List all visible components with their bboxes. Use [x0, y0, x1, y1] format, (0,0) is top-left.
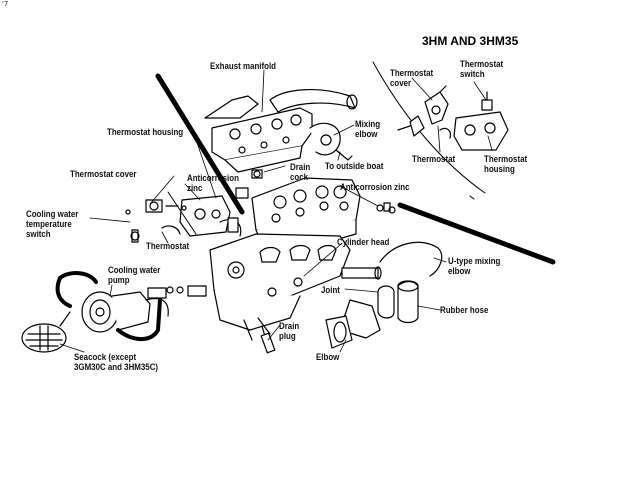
label-exhaust-manifold: Exhaust manifold — [210, 61, 277, 71]
label-cylinder-head: Cylinder head — [337, 237, 390, 247]
label-rubber-hose: Rubber hose — [440, 305, 489, 315]
drain-plug-drawing — [257, 317, 276, 354]
label-anticorrosion-zinc-left: Anticorrosion zinc — [187, 173, 239, 193]
seacock-drawing — [21, 311, 71, 353]
cooling-water-pump-drawing — [55, 271, 207, 341]
cylinder-block-drawing — [209, 233, 351, 341]
inset-divider — [372, 61, 486, 194]
label-thermostat-housing: Thermostat housing — [107, 127, 184, 137]
label-anticorrosion-zinc-right: Anticorrosion zinc — [340, 182, 410, 192]
heavy-pointer-line-left — [155, 73, 245, 215]
label-drain-cock: Drain cock — [290, 162, 311, 182]
label-inset-thermostat-cover: Thermostat cover — [390, 68, 434, 88]
label-u-type-mixing-elbow: U-type mixing elbow — [448, 256, 501, 276]
label-inset-thermostat: Thermostat — [412, 154, 456, 164]
label-to-outside-boat: To outside boat — [325, 161, 384, 171]
inset-thermostat-drawing — [397, 85, 509, 151]
label-seacock: Seacock (except 3GM30C and 3HM35C) — [74, 352, 159, 372]
label-thermostat: Thermostat — [146, 241, 190, 251]
thermostat-parts-left — [125, 191, 242, 243]
u-type-mixing-elbow-drawing — [341, 241, 443, 280]
label-joint: Joint — [321, 285, 340, 295]
heavy-pointer-line-right — [397, 202, 556, 265]
label-inset-thermostat-housing: Thermostat housing — [484, 154, 528, 174]
label-drain-plug: Drain plug — [279, 321, 300, 341]
label-cooling-water-temperature-switch: Cooling water temperature switch — [26, 209, 79, 239]
leader-lines — [59, 69, 493, 353]
label-elbow: Elbow — [316, 352, 340, 362]
corner-mark: '7 — [2, 0, 9, 8]
label-inset-thermostat-switch: Thermostat switch — [460, 59, 504, 79]
label-mixing-elbow: Mixing elbow — [355, 119, 381, 139]
exhaust-manifold-drawing — [204, 89, 358, 173]
label-thermostat-cover: Thermostat cover — [70, 169, 137, 179]
drain-cock-drawing — [235, 169, 263, 199]
joint-elbow-drawing — [325, 280, 419, 349]
label-cooling-water-pump: Cooling water pump — [108, 265, 161, 285]
diagram-title: 3HM AND 3HM35 — [422, 34, 519, 48]
